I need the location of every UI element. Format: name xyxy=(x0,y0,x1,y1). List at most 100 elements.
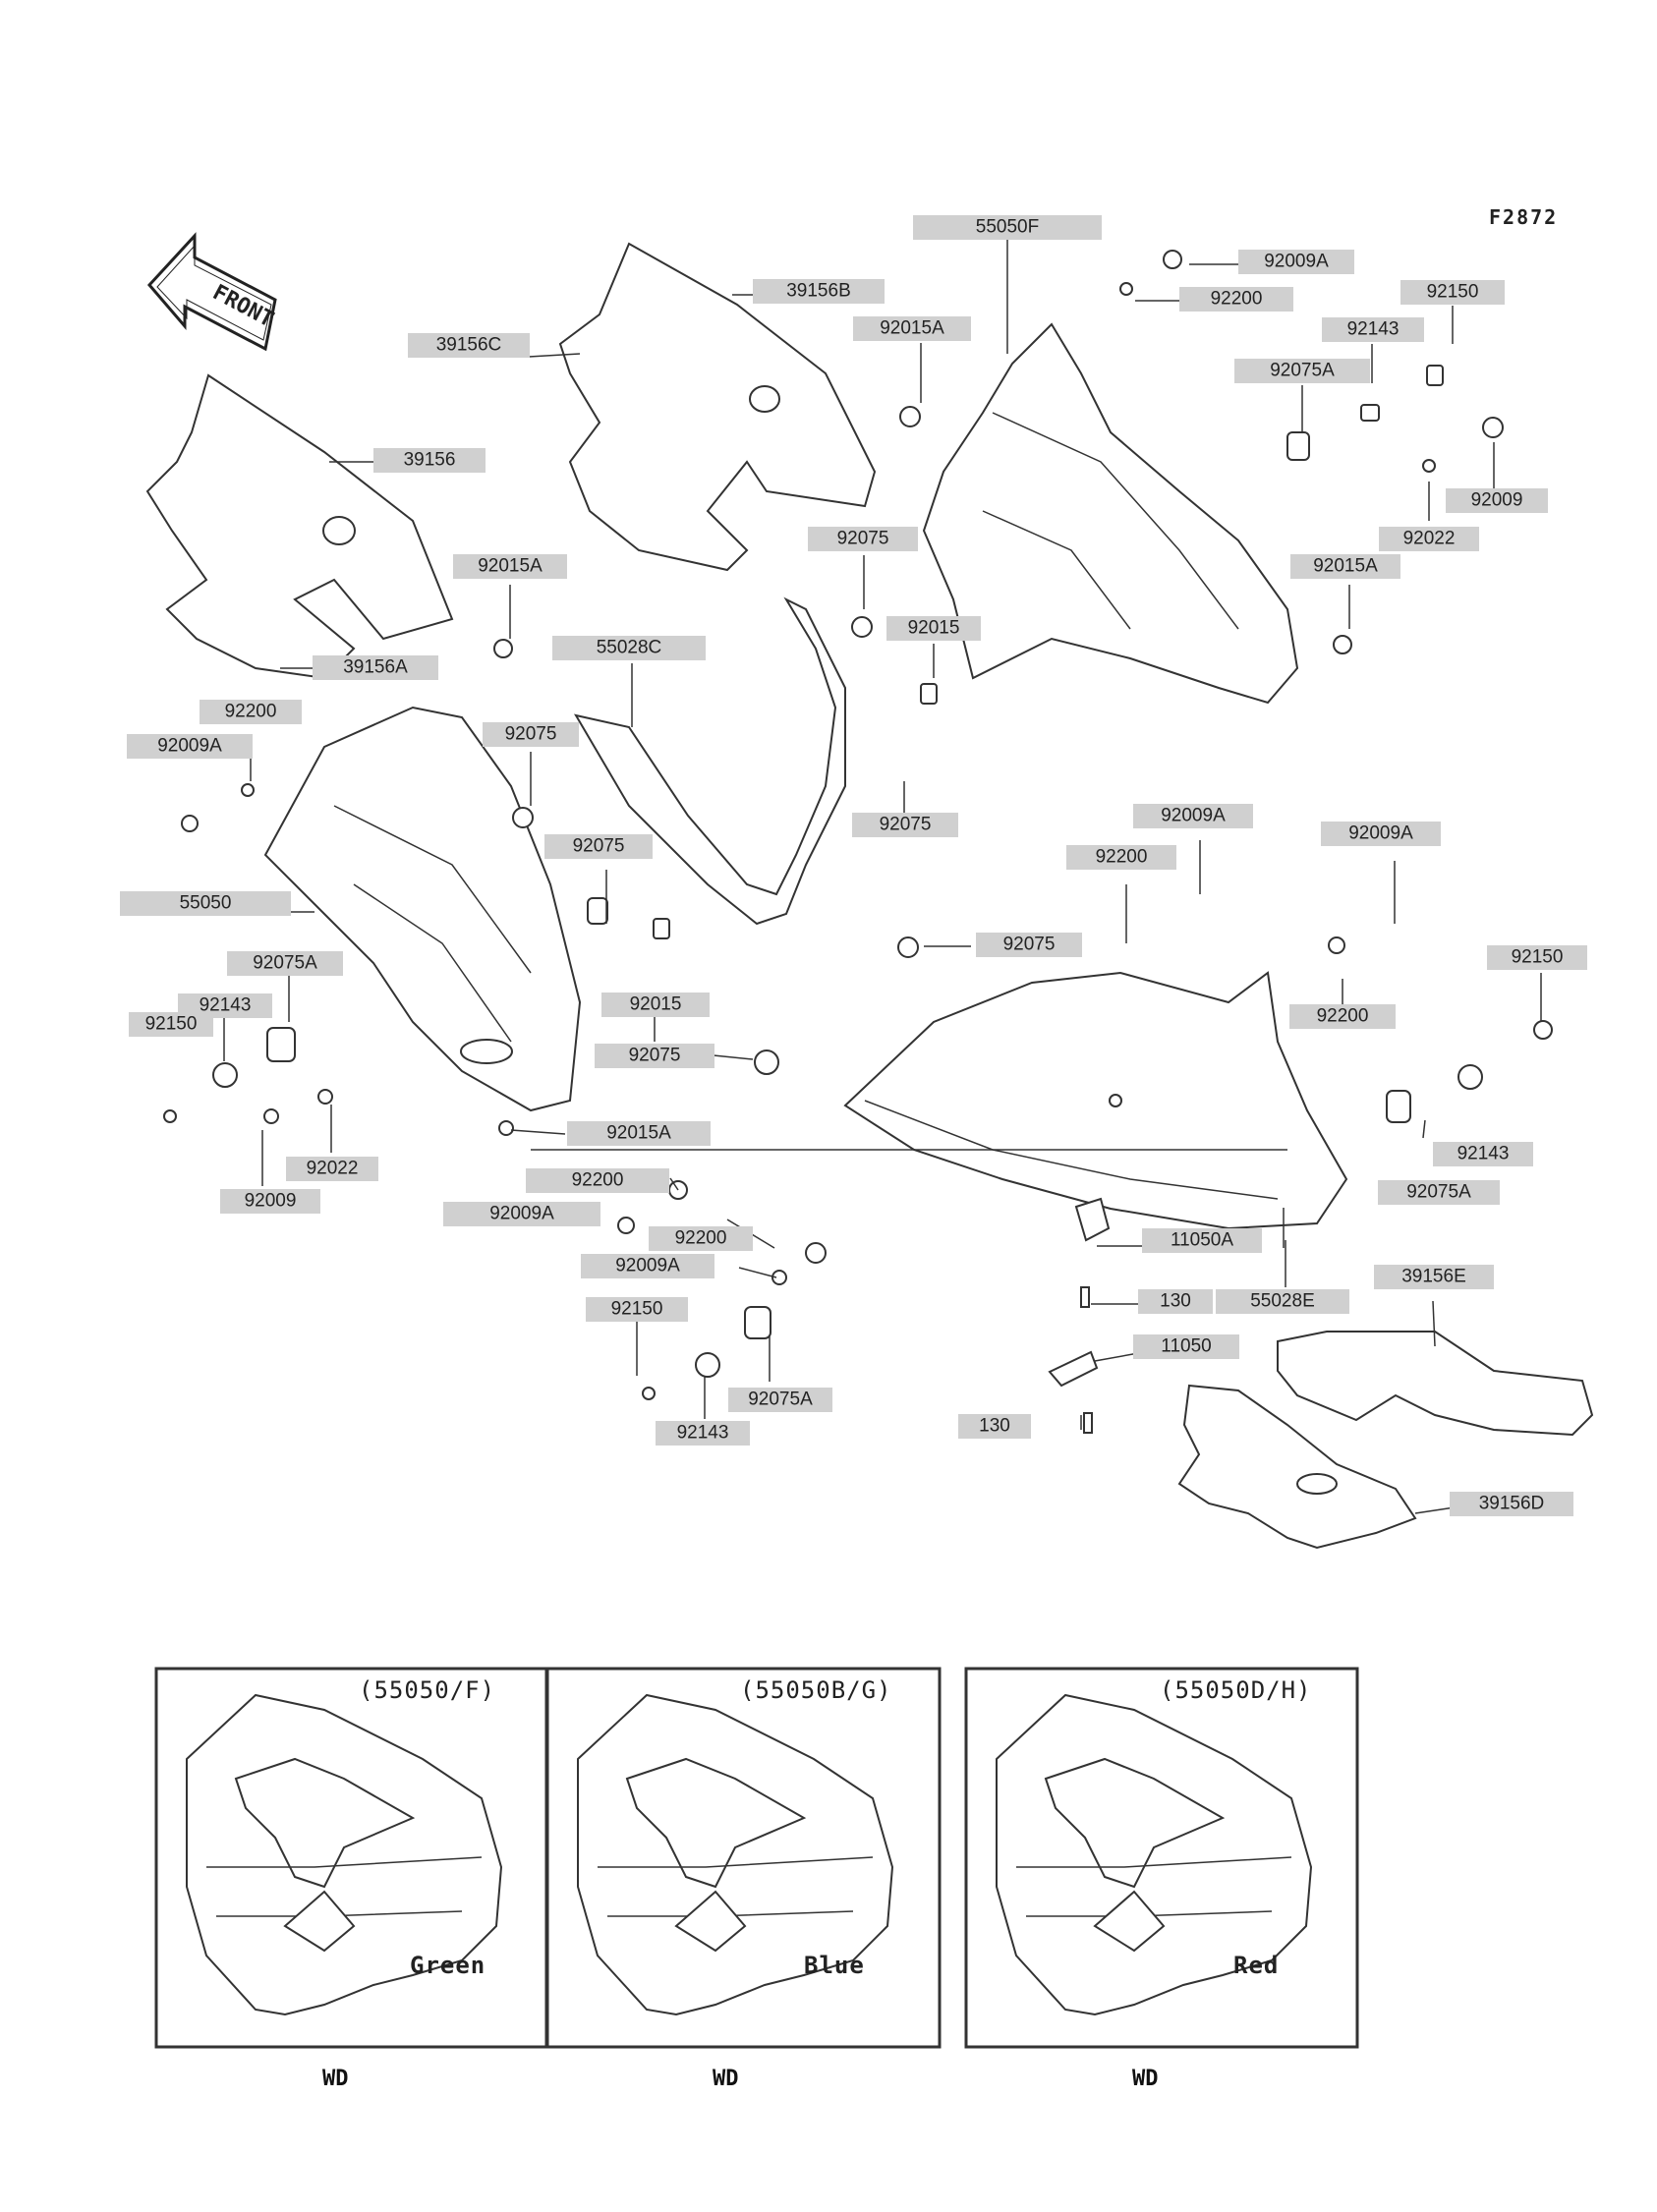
svg-text:92075: 92075 xyxy=(573,836,625,857)
svg-text:92075A: 92075A xyxy=(1270,361,1335,381)
callout-92150-c: 92150 xyxy=(129,1012,213,1037)
callout-92075A-a: 92075A xyxy=(1234,359,1370,383)
svg-text:92200: 92200 xyxy=(1317,1006,1369,1027)
svg-text:92200: 92200 xyxy=(675,1228,727,1249)
callout-92009-b: 92009 xyxy=(220,1189,320,1214)
callout-55028C: 55028C xyxy=(552,636,706,660)
lower-cowl-55028e xyxy=(843,971,1348,1230)
callout-92075A-c: 92075A xyxy=(1378,1180,1500,1205)
svg-text:92143: 92143 xyxy=(1347,319,1400,340)
callout-39156C: 39156C xyxy=(408,333,530,358)
upper-cowl-55050f xyxy=(922,322,1299,705)
variant-1-tag: WD xyxy=(322,2067,349,2091)
svg-text:92075A: 92075A xyxy=(748,1390,813,1410)
callout-92075-e: 92075 xyxy=(976,933,1082,957)
svg-text:92150: 92150 xyxy=(611,1299,663,1320)
variant-3-tag: WD xyxy=(1132,2067,1159,2091)
variant-3-color: Red xyxy=(1233,1952,1279,1979)
callout-92009A-b: 92009A xyxy=(127,734,253,759)
callout-92200-b: 92200 xyxy=(200,700,302,724)
callout-92009A-e: 92009A xyxy=(443,1202,600,1226)
callout-130-b: 130 xyxy=(958,1414,1031,1439)
svg-text:92022: 92022 xyxy=(1403,529,1456,549)
svg-text:92200: 92200 xyxy=(225,702,277,722)
callout-92015A-c: 92015A xyxy=(1290,554,1400,579)
svg-text:92143: 92143 xyxy=(677,1423,729,1444)
callout-92143-c: 92143 xyxy=(1433,1142,1533,1166)
callout-92150-b: 92150 xyxy=(1487,945,1587,970)
svg-text:39156B: 39156B xyxy=(786,281,851,302)
callout-92150-a: 92150 xyxy=(1400,280,1505,305)
variant-3-code: (55050D/H) xyxy=(1160,1676,1312,1704)
svg-text:92075: 92075 xyxy=(505,724,557,745)
svg-text:92075: 92075 xyxy=(1003,935,1056,955)
svg-text:92075: 92075 xyxy=(629,1046,681,1066)
callout-92200-f: 92200 xyxy=(649,1226,753,1251)
svg-text:92200: 92200 xyxy=(1211,289,1263,310)
callout-92009-a: 92009 xyxy=(1446,488,1548,513)
svg-text:92015A: 92015A xyxy=(478,556,543,577)
callout-92075-b: 92075 xyxy=(483,722,579,747)
svg-text:92009A: 92009A xyxy=(157,736,222,757)
callout-92200-a: 92200 xyxy=(1179,287,1293,312)
front-arrow-icon: FRONT xyxy=(146,232,277,352)
callout-92015-b: 92015 xyxy=(601,993,710,1017)
svg-text:92009A: 92009A xyxy=(1348,823,1413,844)
variant-2-color: Blue xyxy=(804,1952,865,1979)
callout-55028E: 55028E xyxy=(1216,1289,1349,1314)
variant-panel-1: (55050/F) Green WD xyxy=(154,1667,548,2091)
callout-55050F: 55050F xyxy=(913,215,1102,240)
svg-text:92200: 92200 xyxy=(572,1170,624,1191)
svg-text:92075: 92075 xyxy=(880,815,932,835)
svg-text:92143: 92143 xyxy=(1457,1144,1510,1164)
hardware-fasteners xyxy=(163,250,1553,1434)
callout-92200-d: 92200 xyxy=(1289,1004,1396,1029)
side-cowl-55050 xyxy=(263,706,582,1112)
callout-92015A-b: 92015A xyxy=(453,554,567,579)
svg-text:39156D: 39156D xyxy=(1479,1494,1545,1514)
inner-pad-39156b xyxy=(558,242,877,572)
variant-1-color: Green xyxy=(410,1952,486,1979)
figure-code: F2872 xyxy=(1489,205,1558,229)
svg-text:92200: 92200 xyxy=(1096,847,1148,868)
callout-92015-a: 92015 xyxy=(886,616,981,641)
svg-text:92009: 92009 xyxy=(1471,490,1523,511)
svg-text:92009A: 92009A xyxy=(1161,806,1226,826)
callout-39156A: 39156A xyxy=(313,655,438,680)
callout-92200-e: 92200 xyxy=(526,1168,669,1193)
svg-text:92150: 92150 xyxy=(145,1014,198,1035)
callout-92075-f: 92075 xyxy=(595,1044,714,1068)
callout-92150-d: 92150 xyxy=(586,1297,688,1322)
callout-39156: 39156 xyxy=(373,448,486,473)
svg-text:130: 130 xyxy=(1160,1291,1191,1312)
callout-39156B: 39156B xyxy=(753,279,885,304)
svg-text:92009A: 92009A xyxy=(615,1256,680,1276)
variant-2-code: (55050B/G) xyxy=(740,1676,892,1704)
callout-92143-a: 92143 xyxy=(1322,317,1424,342)
callout-92009A-c: 92009A xyxy=(1133,804,1253,828)
inner-pad-39156d xyxy=(1177,1384,1417,1550)
callout-11050: 11050 xyxy=(1133,1334,1239,1359)
variant-panel-3: (55050D/H) Red WD xyxy=(964,1667,1359,2091)
svg-text:92009A: 92009A xyxy=(489,1204,554,1224)
svg-text:92015A: 92015A xyxy=(606,1123,671,1144)
callout-92075A-d: 92075A xyxy=(728,1388,832,1412)
svg-text:92075A: 92075A xyxy=(1406,1182,1471,1203)
svg-text:55028C: 55028C xyxy=(597,638,662,658)
svg-text:11050A: 11050A xyxy=(1171,1230,1233,1251)
callout-92015A-a: 92015A xyxy=(853,316,971,341)
svg-text:92150: 92150 xyxy=(1427,282,1479,303)
callout-92200-c: 92200 xyxy=(1066,845,1176,870)
svg-text:92143: 92143 xyxy=(200,995,252,1016)
svg-text:92075: 92075 xyxy=(837,529,889,549)
svg-text:11050: 11050 xyxy=(1161,1336,1211,1357)
inner-pad-39156 xyxy=(145,373,454,680)
svg-text:55050: 55050 xyxy=(180,893,232,914)
svg-text:39156C: 39156C xyxy=(436,335,502,356)
callout-39156E: 39156E xyxy=(1374,1265,1494,1289)
callout-92075-c: 92075 xyxy=(852,813,958,837)
callout-92009A-d: 92009A xyxy=(1321,822,1441,846)
variant-panel-2: (55050B/G) Blue WD xyxy=(545,1667,942,2091)
svg-text:92022: 92022 xyxy=(307,1159,359,1179)
callout-92022-b: 92022 xyxy=(286,1157,378,1181)
